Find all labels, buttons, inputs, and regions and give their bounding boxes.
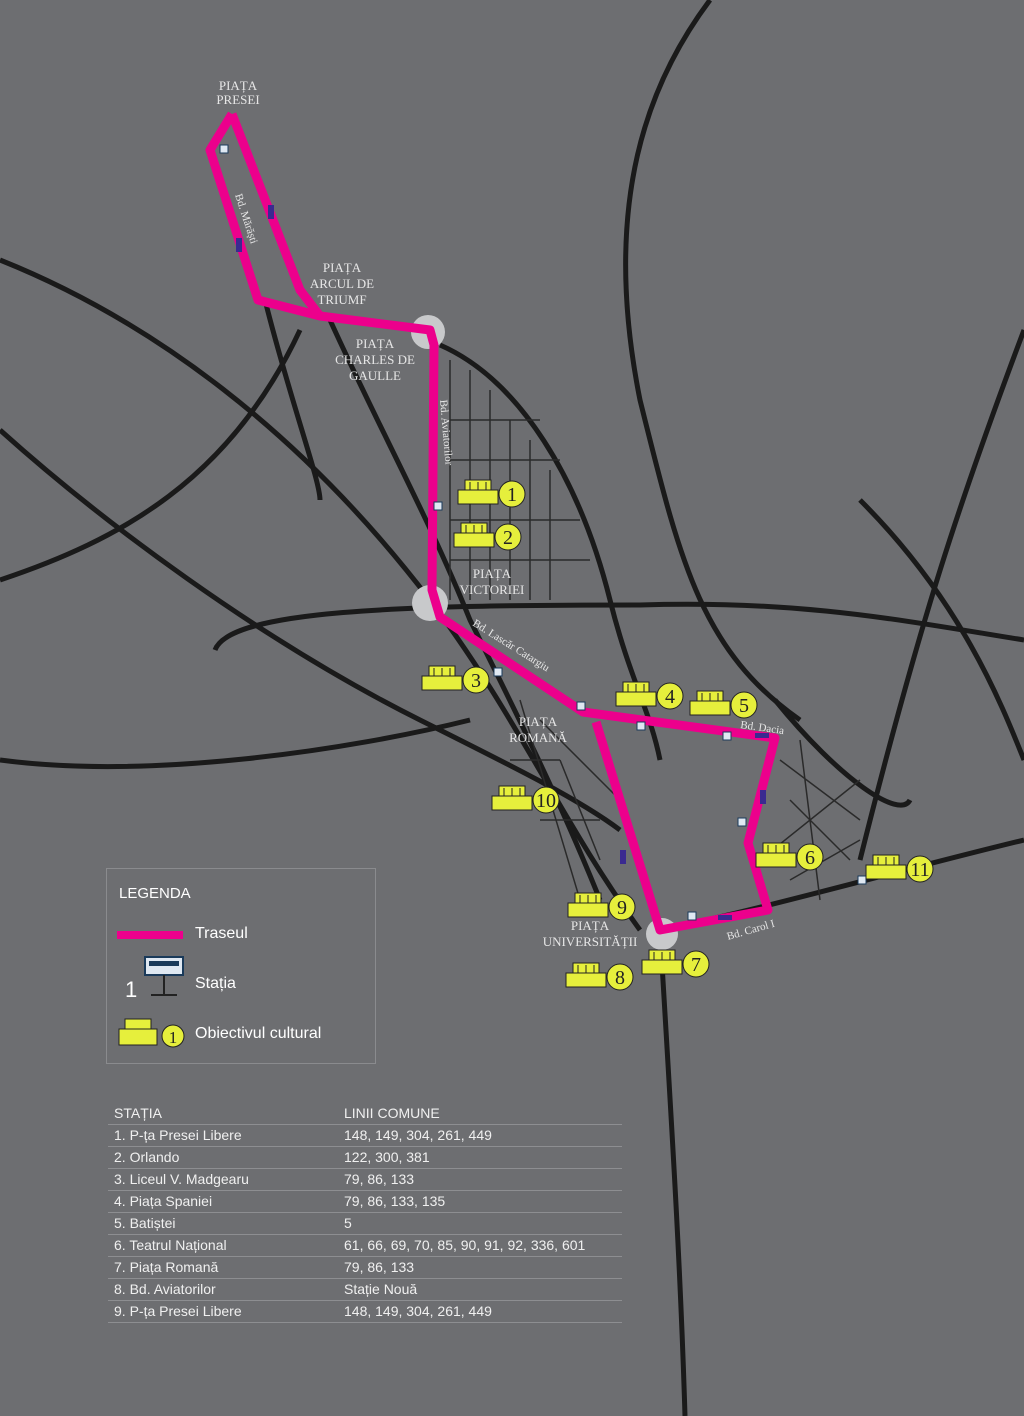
legend-route-label: Traseul — [195, 925, 248, 942]
cultural-number: 3 — [471, 670, 481, 692]
cultural-number: 9 — [617, 897, 627, 919]
road — [0, 257, 643, 932]
road — [623, 0, 802, 723]
cultural-marker: 8 — [565, 962, 634, 991]
station-icon — [687, 911, 697, 921]
cultural-number: 1 — [507, 484, 517, 506]
road — [858, 498, 1024, 761]
stations — [219, 144, 867, 921]
cultural-marker: 11 — [865, 854, 934, 883]
road — [773, 698, 913, 808]
cultural-marker: 9 — [567, 892, 636, 921]
cultural-marker: 5 — [689, 690, 758, 719]
cultural-number: 6 — [805, 847, 815, 869]
station-icon — [722, 731, 732, 741]
station-icon — [857, 875, 867, 885]
cultural-icon: 1 — [118, 1018, 185, 1048]
station-icon — [433, 501, 443, 511]
direction-arrows — [236, 205, 769, 920]
cultural-marker: 7 — [641, 949, 710, 978]
minor-streets — [449, 360, 861, 901]
road — [857, 329, 1024, 861]
station-icon — [636, 721, 646, 731]
road — [438, 342, 663, 761]
cultural-number: 10 — [536, 790, 556, 812]
road — [0, 428, 622, 833]
legend-station-label: Stația — [195, 975, 236, 992]
svg-text:Bd. Aviatorilor: Bd. Aviatorilor — [437, 399, 455, 466]
legend-symbols: 1 1 — [117, 931, 185, 1048]
station-icon — [144, 956, 184, 996]
route — [205, 111, 780, 935]
road — [0, 328, 303, 583]
road — [212, 601, 1024, 652]
cultural-marker: 4 — [615, 681, 684, 710]
cultural-number: 7 — [691, 954, 701, 976]
legend: LEGENDA 1 1 Traseul Stația Obiectivul cu… — [106, 868, 376, 1064]
road — [657, 929, 688, 1416]
cultural-number: 8 — [615, 967, 625, 989]
svg-text:1: 1 — [169, 1028, 178, 1047]
cultural-markers: 1 2 3 4 5 6 7 8 9 10 11 — [421, 479, 934, 991]
cultural-number: 11 — [910, 859, 929, 881]
station-number: 1 — [125, 977, 137, 1002]
station-icon — [576, 701, 586, 711]
cultural-marker: 6 — [755, 842, 824, 871]
legend-title: LEGENDA — [119, 885, 191, 902]
cultural-number: 4 — [665, 686, 675, 708]
cultural-number: 5 — [739, 695, 749, 717]
station-icon — [493, 667, 503, 677]
cultural-marker: 2 — [453, 522, 522, 551]
station-icon — [219, 144, 229, 154]
cultural-marker: 10 — [491, 785, 560, 814]
road — [262, 299, 323, 501]
cultural-marker: 3 — [421, 665, 490, 694]
station-icon — [737, 817, 747, 827]
road — [0, 717, 471, 769]
svg-text:Bd. Carol I: Bd. Carol I — [726, 918, 777, 943]
cultural-number: 2 — [503, 527, 513, 549]
cultural-marker: 1 — [457, 479, 526, 508]
legend-cultural-label: Obiectivul cultural — [195, 1025, 322, 1042]
